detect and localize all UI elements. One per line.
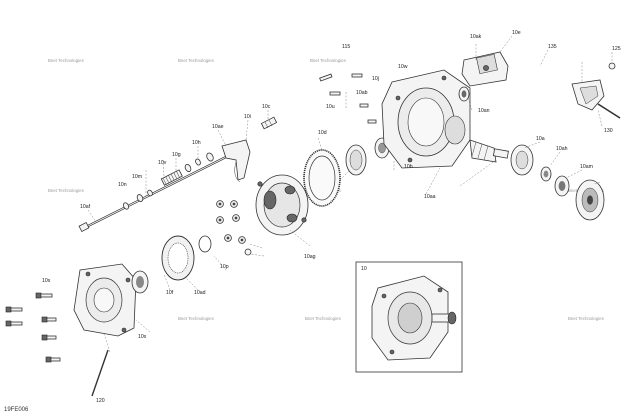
callout-label: 135 xyxy=(548,44,557,50)
rear-cover xyxy=(73,263,137,337)
callout-label: 10x xyxy=(138,334,147,340)
ring-gear xyxy=(303,149,341,207)
inset-label: 10 xyxy=(361,266,367,272)
callout-label: 10w xyxy=(398,64,408,70)
mounting-bracket xyxy=(571,62,621,119)
screw-set-upper xyxy=(319,73,377,124)
pinion-bearing xyxy=(510,144,534,176)
watermark: Bnet Technologies xyxy=(178,316,215,321)
callout-label: 10a xyxy=(536,136,545,142)
callout-label: 10ah xyxy=(556,146,568,152)
callout-label: 10s xyxy=(42,278,51,284)
callout-label: 10ae xyxy=(212,124,224,130)
callout-label: 10ab xyxy=(356,90,368,96)
pinion-nut xyxy=(540,166,552,182)
callout-label: 120 xyxy=(96,398,105,404)
callout-label: 10j xyxy=(372,76,379,82)
actuator-motor xyxy=(461,51,509,87)
callout-label: 10p xyxy=(220,264,229,270)
callout-label: 10i xyxy=(244,114,251,120)
callout-label: 10ad xyxy=(194,290,206,296)
callout-label: 10d xyxy=(318,130,327,136)
watermark: Bnet Technologies xyxy=(178,58,215,63)
assembled-unit-inset: 10 xyxy=(355,261,463,373)
callout-label: 10ak xyxy=(470,34,482,40)
housing-seal xyxy=(458,86,470,102)
callout-label: 10aa xyxy=(424,194,436,200)
callout-label: 10af xyxy=(80,204,91,210)
callout-label: 115 xyxy=(342,44,350,50)
callout-label: 10g xyxy=(172,152,181,158)
callout-label: 10ag xyxy=(304,254,316,260)
callout-label: 10e xyxy=(512,30,521,36)
callout-label: 10h xyxy=(192,140,201,146)
callout-label: 10c xyxy=(262,104,271,110)
washer-set xyxy=(216,200,252,256)
pinion-gear xyxy=(469,139,509,163)
callout-label: 125 xyxy=(612,46,621,52)
callout-label: 10b xyxy=(404,164,413,170)
pinion-seal xyxy=(554,175,570,197)
watermark: Bnet Technologies xyxy=(48,58,85,63)
callout-label: 10v xyxy=(158,160,167,166)
callout-label: 10m xyxy=(132,174,142,180)
shaft-components xyxy=(122,152,214,210)
watermark: Bnet Technologies xyxy=(305,316,342,321)
watermark: Bnet Technologies xyxy=(48,188,85,193)
cover-seal xyxy=(131,270,149,294)
spring xyxy=(260,116,278,130)
clutch-ring xyxy=(161,235,195,281)
o-ring xyxy=(198,235,212,253)
bearing-retainer xyxy=(345,137,390,176)
callout-label: 10u xyxy=(326,104,335,110)
callout-labels: 10ak 10e 135 125 115 10w 10j 10ab 10an 1… xyxy=(42,30,621,404)
differential-carrier xyxy=(255,174,309,236)
callout-label: 10n xyxy=(118,182,127,188)
front-housing xyxy=(381,69,471,169)
callout-label: 10an xyxy=(478,108,490,114)
callout-label: 130 xyxy=(604,128,613,134)
watermark: Bnet Technologies xyxy=(568,316,605,321)
leader-lines xyxy=(87,35,613,353)
callout-label: 10f xyxy=(166,290,174,296)
output-yoke xyxy=(575,179,605,221)
reference-code: 19FE006 xyxy=(4,407,29,413)
shift-fork xyxy=(221,139,251,183)
watermark: Bnet Technologies xyxy=(310,58,347,63)
callout-label: 10am xyxy=(580,164,593,170)
input-shaft xyxy=(78,149,241,233)
cover-bolts xyxy=(5,292,109,397)
